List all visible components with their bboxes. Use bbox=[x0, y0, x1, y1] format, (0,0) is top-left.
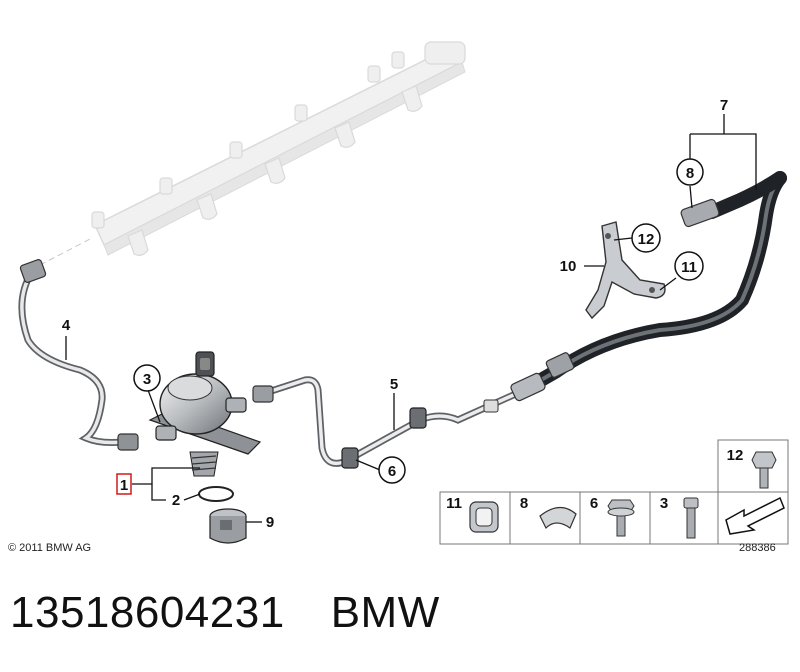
part-number: 13518604231 bbox=[10, 588, 285, 637]
callout-3: 3 bbox=[133, 364, 161, 392]
svg-text:6: 6 bbox=[590, 495, 598, 512]
copyright-notice: © 2011 BMW AG bbox=[8, 542, 92, 554]
callout-1: 1 bbox=[116, 473, 132, 495]
callout-5: 5 bbox=[390, 376, 398, 393]
svg-text:12: 12 bbox=[638, 231, 655, 248]
diagram-number: 288386 bbox=[739, 542, 776, 554]
callout-11: 11 bbox=[674, 251, 704, 281]
clip-11-icon bbox=[469, 501, 499, 533]
svg-text:11: 11 bbox=[446, 495, 462, 512]
svg-text:12: 12 bbox=[727, 447, 744, 464]
fuel-rail bbox=[39, 41, 466, 266]
bracket-10 bbox=[585, 221, 666, 320]
callout-2: 2 bbox=[172, 492, 180, 509]
svg-text:8: 8 bbox=[686, 165, 694, 182]
callout-7: 7 bbox=[720, 97, 728, 114]
bolt-12-icon bbox=[751, 451, 777, 489]
bolt-3-icon bbox=[683, 497, 699, 539]
hardware-legend: 12 11 8 6 3 bbox=[439, 439, 789, 545]
arrow-icon bbox=[725, 496, 785, 535]
o-ring-2 bbox=[198, 486, 234, 502]
callout-12: 12 bbox=[631, 223, 661, 253]
callout-4: 4 bbox=[62, 317, 71, 334]
leader-lines bbox=[65, 114, 757, 523]
brand-name: BMW bbox=[330, 588, 440, 637]
fuel-hose-7 bbox=[510, 171, 787, 402]
svg-text:8: 8 bbox=[520, 495, 528, 512]
callout-10: 10 bbox=[560, 258, 577, 275]
svg-text:6: 6 bbox=[388, 463, 396, 480]
clip-8-icon bbox=[539, 506, 577, 530]
fuel-line-5 bbox=[252, 376, 524, 469]
callout-9: 9 bbox=[266, 514, 274, 531]
svg-text:11: 11 bbox=[681, 259, 697, 276]
screw-6-icon bbox=[607, 499, 635, 537]
svg-text:3: 3 bbox=[143, 371, 151, 388]
callout-8: 8 bbox=[676, 158, 704, 186]
part-number-line: 13518604231 BMW bbox=[10, 588, 440, 638]
svg-text:3: 3 bbox=[660, 495, 668, 512]
high-pressure-pump bbox=[148, 351, 262, 477]
roller-tappet-9 bbox=[209, 508, 247, 544]
fuel-line-4 bbox=[18, 259, 139, 451]
callout-6: 6 bbox=[378, 456, 406, 484]
svg-text:1: 1 bbox=[120, 477, 128, 494]
